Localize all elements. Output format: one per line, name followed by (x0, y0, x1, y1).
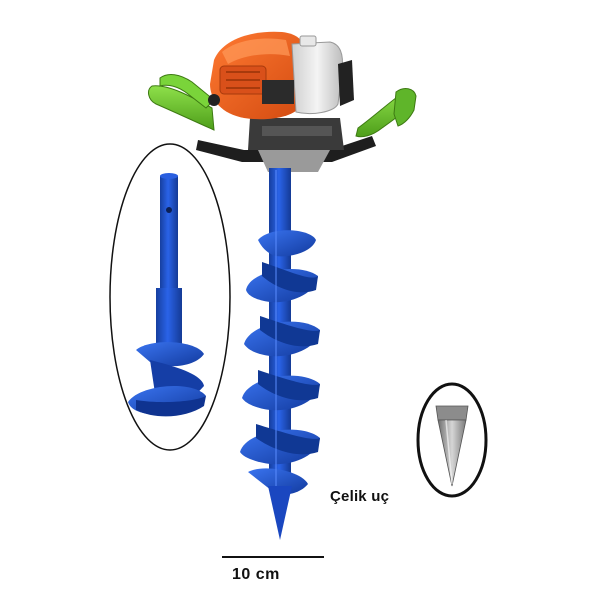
fuel-tank (291, 41, 343, 115)
auger-detail-callout (109, 143, 231, 451)
handle-frame (196, 136, 376, 162)
steel-cone-tip (416, 382, 488, 498)
scale-caption: 10 cm (232, 566, 280, 583)
gas-engine-icon (148, 31, 417, 172)
left-handle (148, 85, 215, 131)
scale-bar (222, 556, 324, 558)
spiral-auger-bit (240, 168, 320, 540)
auger-point (268, 486, 292, 540)
steel-tip-caption: Çelik uç (330, 488, 390, 505)
